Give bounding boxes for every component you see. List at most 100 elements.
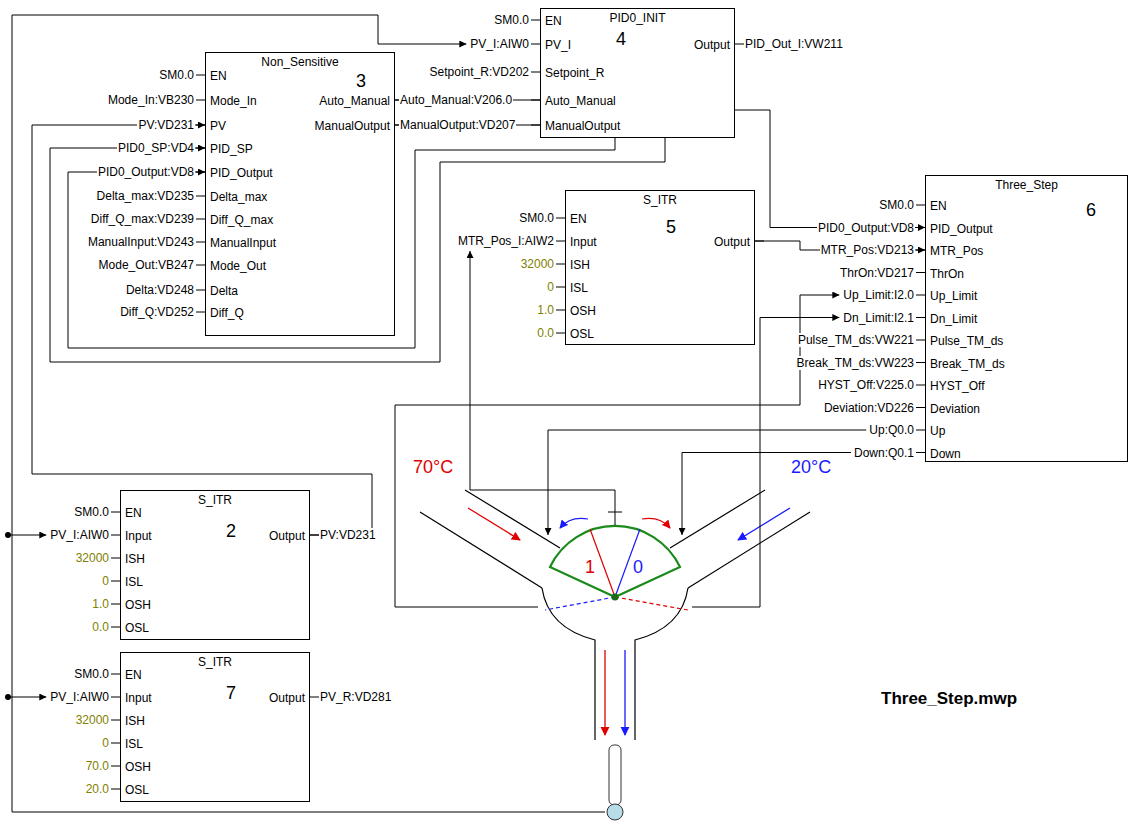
file-name: Three_Step.mwp xyxy=(880,688,1018,709)
signal-name: Dn_Limit:I2.1 xyxy=(842,311,915,325)
pin-name: ISH xyxy=(570,258,590,272)
signal-name: Mode_Out:VB247 xyxy=(98,258,195,272)
pin-stub xyxy=(556,287,565,288)
pin-name: ThrOn xyxy=(930,267,964,281)
pin-name: Up xyxy=(930,424,945,438)
hot-limit-line xyxy=(615,597,688,610)
signal-name: Setpoint_R:VD202 xyxy=(429,65,530,79)
hot-pipe-wall xyxy=(465,490,560,548)
pin-stub xyxy=(111,558,120,559)
signal-name: Diff_Q:VD252 xyxy=(119,305,195,319)
pin-stub xyxy=(916,407,925,408)
pin-stub xyxy=(916,452,925,453)
pin-name: Deviation xyxy=(930,402,980,416)
pin-stub xyxy=(916,362,925,363)
pin-name: ISL xyxy=(570,281,588,295)
constant-value: 1.0 xyxy=(536,303,555,317)
function-block: S_ITR7ENInputISHISLOSHOSLOutput xyxy=(120,652,310,802)
temperature-label: 70°C xyxy=(412,456,454,478)
pin-stub xyxy=(196,100,205,101)
pin-name: Auto_Manual xyxy=(319,94,390,108)
pin-name: Input xyxy=(570,235,597,249)
signal-connector xyxy=(735,110,925,228)
block-title: Three_Step xyxy=(926,178,1127,192)
pin-name: OSL xyxy=(125,621,149,635)
signal-name: Up:Q0.0 xyxy=(868,423,915,437)
signal-name: Up_Limit:I2.0 xyxy=(842,288,915,302)
callout-number: 7 xyxy=(226,683,236,703)
pin-name: Delta_max xyxy=(210,190,267,204)
sensor-wire xyxy=(8,697,46,698)
pin-name: OSL xyxy=(125,783,149,797)
pin-name: OSH xyxy=(125,598,151,612)
pin-name: Mode_In xyxy=(210,94,257,108)
function-block: S_ITR5ENInputISHISLOSHOSLOutput xyxy=(565,190,755,345)
constant-value: 70.0 xyxy=(85,759,110,773)
pin-name: PV_I xyxy=(545,38,571,52)
signal-name: ManualOutput:VD207 xyxy=(399,118,516,132)
function-block: PID0_INIT4ENPV_ISetpoint_RAuto_ManualMan… xyxy=(540,8,735,138)
thermometer-bulb xyxy=(607,804,623,820)
pin-name: MTR_Pos xyxy=(930,244,983,258)
sensor-wire xyxy=(8,535,46,536)
temperature-label: 20°C xyxy=(790,456,832,478)
pin-stub xyxy=(916,340,925,341)
pin-stub xyxy=(916,205,925,206)
signal-name: ManualInput:VD243 xyxy=(87,235,195,249)
pin-name: PV xyxy=(210,119,226,133)
callout-number: 4 xyxy=(616,29,626,49)
sensor-wire xyxy=(548,430,866,535)
function-block: Three_Step6ENPID_OutputMTR_PosThrOnUp_Li… xyxy=(925,175,1128,462)
pin-stub xyxy=(111,512,120,513)
pin-stub xyxy=(111,743,120,744)
pin-name: ManualInput xyxy=(210,236,276,250)
constant-value: 1.0 xyxy=(91,597,110,611)
signal-name: Mode_In:VB230 xyxy=(107,93,195,107)
pin-stub xyxy=(916,430,925,431)
pin-name: Setpoint_R xyxy=(545,66,604,80)
pin-stub xyxy=(916,295,925,296)
pin-name: Output xyxy=(714,235,750,249)
valve-flap xyxy=(550,526,680,597)
pin-stub xyxy=(196,265,205,266)
temperature-label: 1 xyxy=(584,556,596,578)
pin-stub xyxy=(111,674,120,675)
pin-name: ISH xyxy=(125,552,145,566)
pin-stub xyxy=(111,697,120,698)
valve-pivot xyxy=(612,594,619,601)
pin-stub xyxy=(196,312,205,313)
pin-stub xyxy=(556,218,565,219)
pin-stub xyxy=(916,317,925,318)
pin-name: EN xyxy=(545,14,562,28)
signal-name: SM0.0 xyxy=(493,13,530,27)
mixer-body xyxy=(635,588,688,740)
signal-name: PID0_Output:VD8 xyxy=(817,221,915,235)
callout-number: 6 xyxy=(1086,200,1096,220)
pin-stub xyxy=(196,75,205,76)
thermometer-stem xyxy=(609,745,621,805)
junction-dot xyxy=(5,532,11,538)
signal-name: Auto_Manual:V206.0 xyxy=(399,93,513,107)
pin-stub xyxy=(916,385,925,386)
pin-name: EN xyxy=(125,668,142,682)
junction-dot xyxy=(5,694,11,700)
rotate-arrow xyxy=(560,518,588,528)
pin-name: Up_Limit xyxy=(930,289,977,303)
signal-name: PV:VD231 xyxy=(137,118,195,132)
pin-stub xyxy=(556,241,565,242)
signal-name: PV_R:VD281 xyxy=(319,690,392,704)
pin-name: OSL xyxy=(570,327,594,341)
cold-pipe-wall xyxy=(670,490,765,548)
pin-name: Dn_Limit xyxy=(930,312,977,326)
pin-name: Mode_Out xyxy=(210,259,266,273)
pin-name: Auto_Manual xyxy=(545,94,616,108)
constant-value: 0 xyxy=(546,280,555,294)
pin-name: Down xyxy=(930,447,961,461)
sensor-wire xyxy=(682,453,851,536)
pin-stub xyxy=(196,290,205,291)
cold-pipe-wall xyxy=(688,512,810,588)
pin-stub xyxy=(310,697,319,698)
block-title: S_ITR xyxy=(121,655,309,669)
pin-name: Output xyxy=(269,691,305,705)
pin-name: EN xyxy=(210,69,227,83)
